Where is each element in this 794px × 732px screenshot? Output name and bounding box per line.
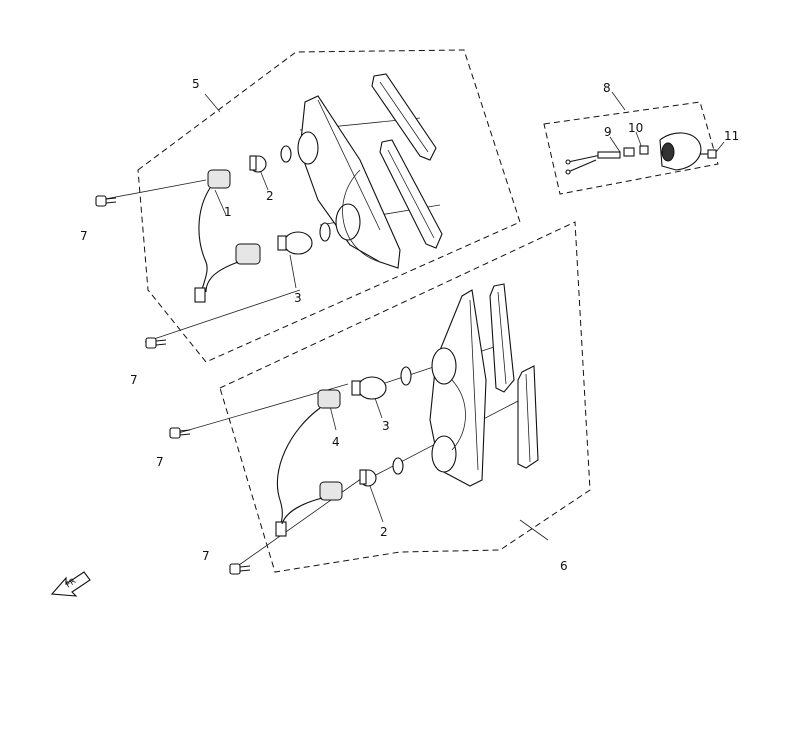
lamp-housing-8 [659, 132, 702, 171]
lens-right-lower [517, 365, 539, 469]
bulb-10 [623, 147, 635, 157]
callout-7-c: 7 [156, 455, 164, 469]
lamp-housing-bottom [429, 289, 487, 487]
lamp-housing-top [297, 95, 401, 269]
callout-6: 6 [560, 559, 568, 573]
socket-lower-bottom [281, 481, 343, 525]
seal-ring [392, 457, 404, 475]
socket-10 [639, 145, 649, 155]
front-direction-arrow-icon: FR [50, 571, 91, 597]
assembly-5-boundary [137, 49, 521, 363]
socket-1 [194, 169, 231, 303]
bolt-7-b [145, 337, 167, 349]
seal-ring [280, 145, 292, 163]
callout-7-d: 7 [202, 549, 210, 563]
headlight-assembly-right [169, 221, 591, 575]
bolt-7-d [229, 563, 251, 575]
socket-4 [275, 389, 341, 537]
wire-9 [565, 151, 621, 175]
callout-8: 8 [603, 81, 611, 95]
headlight-assembly-left [95, 49, 521, 363]
callout-11: 11 [724, 129, 739, 143]
callout-2-top: 2 [266, 189, 274, 203]
callout-7-b: 7 [130, 373, 138, 387]
callout-1: 1 [224, 205, 232, 219]
license-lamp-assembly [543, 91, 725, 195]
lens-upper [371, 73, 437, 161]
seal-ring [400, 366, 412, 386]
bulb-2-bottom [359, 469, 377, 487]
callout-3-bottom: 3 [382, 419, 390, 433]
lens-lower [379, 139, 443, 249]
callout-5: 5 [192, 77, 200, 91]
callout-2-bottom: 2 [380, 525, 388, 539]
socket-lower [205, 243, 261, 293]
assembly-6-boundary [219, 221, 591, 573]
callout-4: 4 [332, 435, 340, 449]
bulb-3-bottom [351, 376, 387, 400]
callout-3-top: 3 [294, 291, 302, 305]
bolt-7-c [169, 427, 191, 439]
screw-11 [700, 149, 717, 159]
bulb-3-top [277, 231, 313, 255]
seal-ring [319, 222, 331, 242]
callout-10: 10 [628, 121, 643, 135]
assembly-8-boundary [543, 101, 719, 195]
bolt-7-a [95, 195, 117, 207]
callout-7-a: 7 [80, 229, 88, 243]
lens-right-upper [489, 283, 515, 393]
bulb-2-top [249, 155, 267, 173]
callout-9: 9 [604, 125, 612, 139]
